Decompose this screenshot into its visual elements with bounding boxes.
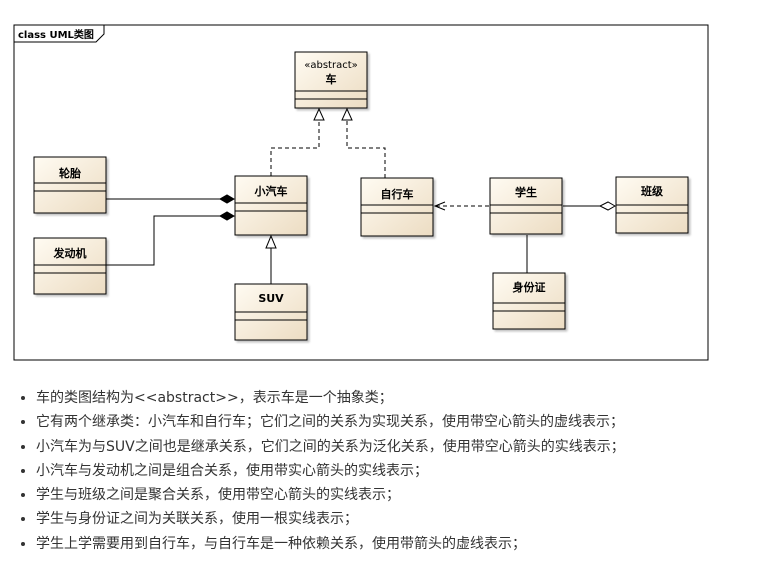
composition-tire-small-car: [106, 194, 236, 204]
class-small-car[interactable]: [234, 175, 308, 236]
class-small-car-name: 小汽车: [254, 184, 288, 198]
class-car-name: 车: [326, 72, 337, 86]
class-car-stereotype: «abstract»: [304, 60, 358, 71]
realization-small-car-to-car: [270, 107, 325, 176]
note-item: 学生与班级之间是聚合关系，使用带空心箭头的实线表示；: [36, 483, 757, 507]
uml-class-diagram: class UML类图 «abstract» 车: [13, 24, 709, 361]
class-suv-name: SUV: [258, 292, 284, 305]
diagram-canvas: class UML类图 «abstract» 车: [13, 24, 709, 361]
note-item: 它有两个继承类：小汽车和自行车；它们之间的关系为实现关系，使用带空心箭头的虚线表…: [36, 410, 757, 434]
note-item: 学生与身份证之间为关联关系，使用一根实线表示；: [36, 507, 757, 531]
dependency-student-to-bicycle: [433, 201, 489, 211]
relationship-notes-list: 车的类图结构为<<abstract>>，表示车是一个抽象类； 它有两个继承类：小…: [16, 386, 757, 556]
class-tire-name: 轮胎: [59, 166, 81, 180]
class-student-name: 学生: [515, 185, 537, 199]
class-tire[interactable]: [33, 156, 107, 214]
realization-bicycle-to-car: [341, 107, 386, 178]
class-bicycle-name: 自行车: [381, 187, 414, 201]
class-id-card-name: 身份证: [513, 280, 546, 294]
class-class-group-name: 班级: [641, 184, 664, 198]
note-item: 学生上学需要用到自行车，与自行车是一种依赖关系，使用带箭头的虚线表示；: [36, 532, 757, 556]
frame-title-tab: [13, 24, 105, 43]
composition-engine-small-car: [106, 211, 236, 266]
note-item: 小汽车与发动机之间是组合关系，使用带实心箭头的实线表示；: [36, 459, 757, 483]
class-engine-name: 发动机: [53, 246, 87, 260]
frame-title: class UML类图: [18, 28, 94, 41]
class-suv[interactable]: [234, 283, 308, 341]
note-item: 小汽车为与SUV之间也是继承关系，它们之间的关系为泛化关系，使用带空心箭头的实线…: [36, 435, 757, 459]
class-bicycle[interactable]: [360, 177, 434, 237]
class-car[interactable]: [294, 51, 368, 109]
generalization-suv-to-small-car: [265, 234, 277, 284]
class-student[interactable]: [489, 177, 563, 235]
aggregation-student-class: [563, 201, 617, 211]
class-engine[interactable]: [33, 237, 107, 295]
class-id-card[interactable]: [492, 272, 566, 330]
class-class-group[interactable]: [615, 176, 689, 234]
note-item: 车的类图结构为<<abstract>>，表示车是一个抽象类；: [36, 386, 757, 410]
